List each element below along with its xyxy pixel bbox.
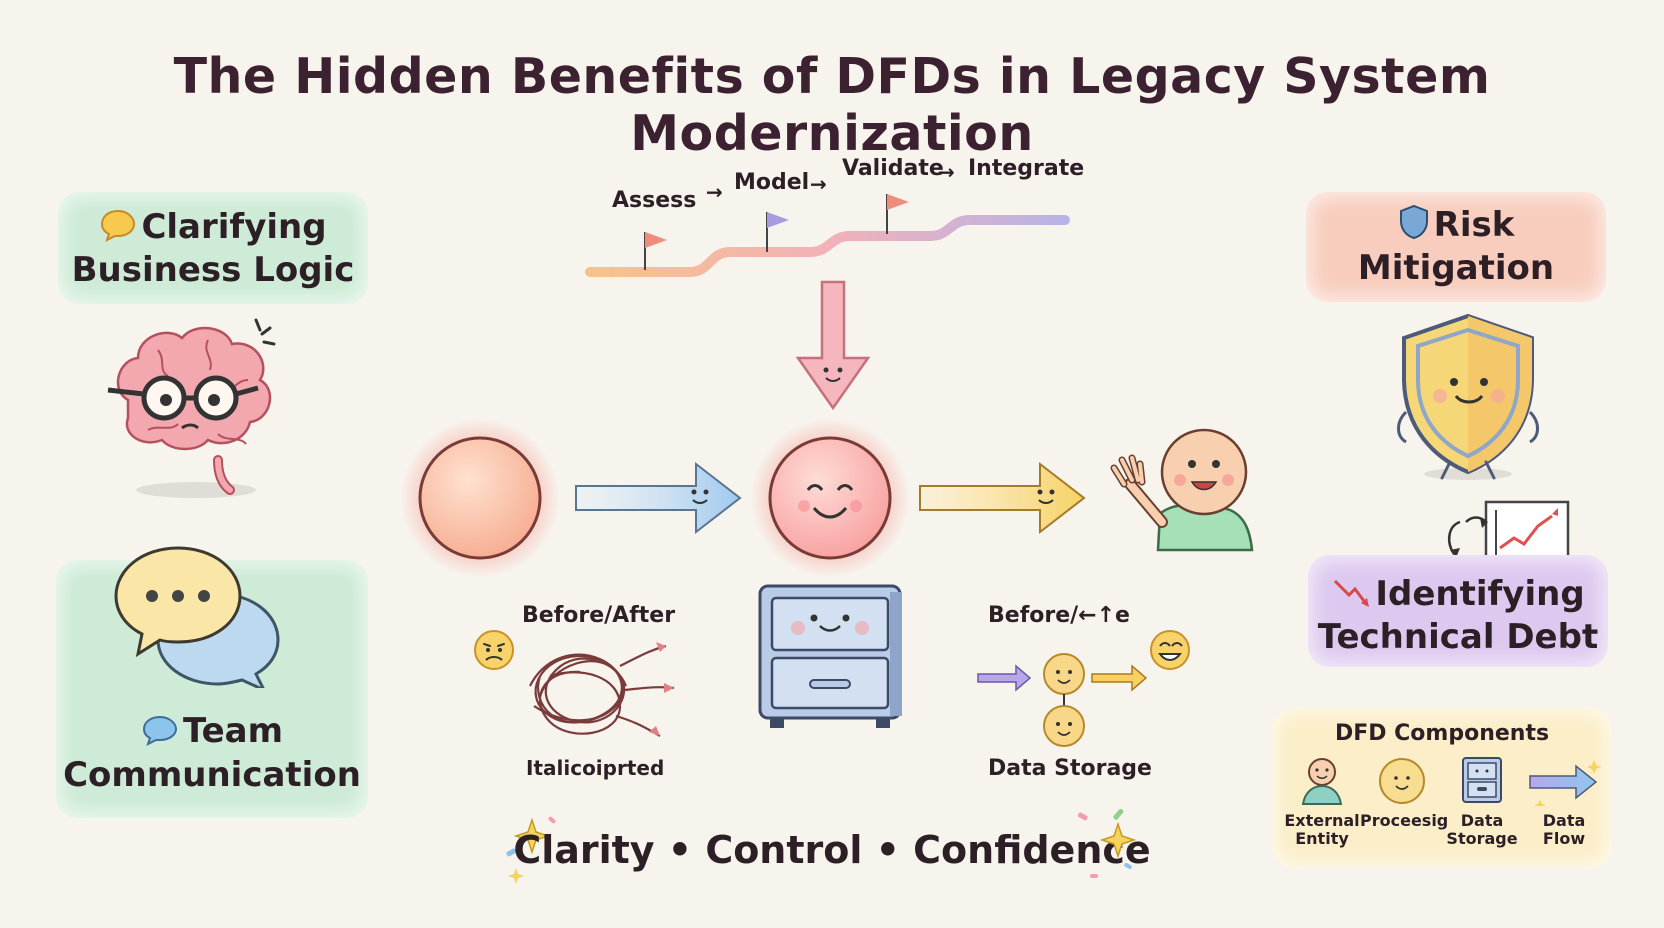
tagline: Clarity • Control • Confidence: [513, 828, 1151, 872]
circle-process-icon: [1379, 758, 1425, 804]
italic-label: Italicoiprted: [526, 756, 665, 780]
component-data-flow: Data Flow: [1522, 756, 1606, 849]
roadmap-arrow: →: [938, 160, 955, 184]
roadmap-step-integrate: Integrate: [968, 156, 1085, 181]
component-data-storage: Data Storage: [1440, 756, 1524, 849]
center-flow: [400, 418, 1086, 578]
card-risk-line1: Risk: [1306, 204, 1606, 247]
component-external-entity: External Entity: [1280, 756, 1364, 849]
roadmap-step-model: Model: [734, 170, 810, 195]
tangled-lines-icon: [529, 642, 675, 737]
card-debt-line1: Identifying: [1308, 573, 1608, 616]
roadmap-step-assess: Assess: [612, 188, 697, 213]
cabinet-icon: [1462, 757, 1502, 803]
roadmap-path: [585, 194, 1070, 277]
before-after-right-label: Before/←↑e: [988, 603, 1130, 628]
smiling-face-icon: [1150, 630, 1190, 670]
filing-cabinet-icon: [758, 584, 902, 728]
card-risk-line2: Mitigation: [1357, 247, 1555, 288]
declining-arrow-icon: [1334, 579, 1370, 607]
data-storage-label: Data Storage: [988, 756, 1152, 781]
shield-character-icon: [1397, 313, 1539, 480]
component-processing: Proceesig: [1360, 756, 1448, 830]
card-team-communication: Team Communication: [56, 546, 368, 818]
card-identifying-technical-debt: Identifying Technical Debt: [1308, 555, 1608, 667]
brain-with-glasses-icon: [107, 318, 276, 498]
mini-flow-icon: [977, 653, 1148, 747]
shield-icon: [1399, 204, 1428, 240]
waving-person-icon: [1110, 428, 1254, 552]
card-clarifying-business-logic: Clarifying Business Logic: [58, 192, 368, 304]
person-icon: [1301, 758, 1343, 805]
card-clarifying-line1: Clarifying: [58, 206, 368, 249]
chat-bubbles-icon: [114, 546, 280, 688]
roadmap-step-validate: Validate: [842, 156, 944, 181]
down-arrow-icon: [795, 280, 871, 411]
card-team-line1: Team: [56, 710, 368, 753]
dfd-components-title: DFD Components: [1334, 721, 1550, 746]
speech-bubble-icon: [101, 209, 136, 242]
card-team-line2: Communication: [63, 755, 361, 795]
chat-bubble-icon: [142, 715, 177, 746]
worried-face-icon: [474, 630, 514, 670]
sparkle-right-icon: [1077, 808, 1137, 878]
roadmap-arrow: →: [810, 172, 827, 196]
card-debt-line2: Technical Debt: [1317, 616, 1599, 657]
before-after-left-label: Before/After: [522, 603, 676, 628]
sparkle-left-icon: [506, 816, 556, 884]
card-dfd-components: DFD Components External Entity Proceesig…: [1272, 708, 1612, 868]
roadmap-arrow: →: [706, 180, 723, 204]
card-risk-mitigation: Risk Mitigation: [1306, 192, 1606, 302]
arrow-icon: [1529, 760, 1601, 806]
page-title: The Hidden Benefits of DFDs in Legacy Sy…: [173, 48, 1491, 162]
card-clarifying-line2: Business Logic: [71, 249, 355, 290]
